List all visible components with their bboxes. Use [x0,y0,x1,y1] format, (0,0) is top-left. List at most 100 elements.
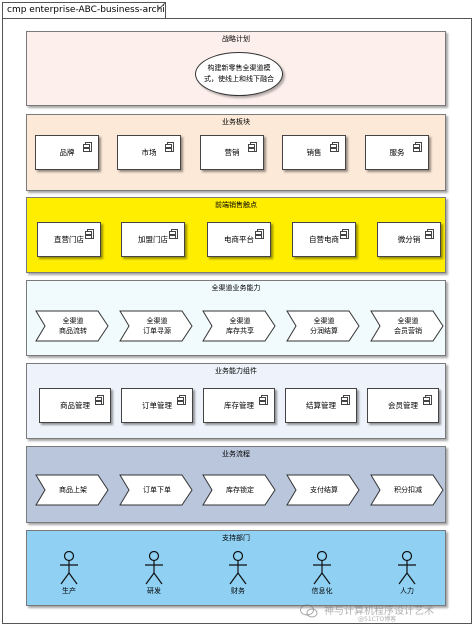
component-touchpoint-own-ecommerce: 自营电商 [292,222,356,257]
chevron-shape [286,474,360,506]
chevron-label: 积分扣减 [394,486,422,494]
chevron-line-1: 全渠道 [397,317,419,325]
component-icon [341,395,350,405]
layer-touchpoints-title: 前端销售触点 [215,201,257,209]
component-icon [330,142,339,152]
component-icon [85,229,94,239]
component-label: 订单管理 [142,401,172,410]
layer-capability-components: 业务能力组件 商品管理 订单管理 库存管理 结算管理 会员管理 [26,363,446,439]
chevron-line-2: 分润结算 [310,327,338,335]
chevron-process-goods-listing: 商品上架 [35,474,109,506]
chevron-shape [286,310,360,342]
component-icon [423,395,432,405]
chevron-label: 商品上架 [59,486,87,494]
actor-it: 信息化 [302,551,342,599]
actor-label: 人力 [400,587,414,595]
component-sector-brand: 品牌 [35,135,99,170]
chevron-process-lock-inventory: 库存锁定 [202,474,276,506]
layer-process-title: 业务流程 [222,450,250,458]
component-sector-market: 市场 [117,135,181,170]
strategy-line-1: 构建新零售全渠道模 [207,64,271,72]
chevron-process-payment-settlement: 支付结算 [286,474,360,506]
chevron-line-1: 全渠道 [313,317,335,325]
component-label: 服务 [389,148,405,157]
component-label: 市场 [141,148,157,157]
chevron-line-2: 订单寻源 [143,327,171,335]
chevron-line-2: 库存共享 [226,327,254,335]
chevron-label: 库存锁定 [226,486,254,494]
component-touchpoint-direct-store: 直营门店 [37,222,101,257]
component-label: 直营门店 [54,235,84,244]
component-inventory-management: 库存管理 [203,388,275,423]
layer-business-sectors: 业务板块 品牌 市场 营销 销售 服务 [26,114,446,191]
component-order-management: 订单管理 [121,388,193,423]
component-sector-marketing: 营销 [200,135,264,170]
component-icon [165,142,174,152]
chevron-omnichannel-goods-flow: 全渠道商品流转 [35,310,109,342]
actor-rnd: 研发 [134,551,174,599]
wechat-icon [300,604,318,618]
chevron-process-place-order: 订单下单 [119,474,193,506]
chevron-line-1: 全渠道 [62,317,84,325]
component-label: 自营电商 [309,235,339,244]
layer-omnichannel-title: 全渠道业务能力 [211,284,261,292]
chevron-shape [370,474,444,506]
chevron-omnichannel-profit-settlement: 全渠道分润结算 [286,310,360,342]
actor-finance: 财务 [218,551,258,599]
actor-icon [60,551,78,585]
component-icon [169,229,178,239]
chevron-shape [119,474,193,506]
strategy-line-2: 式，使线上和线下融合 [204,75,274,83]
component-icon [83,142,92,152]
component-sector-sales: 销售 [282,135,346,170]
actor-label: 财务 [231,587,245,595]
chevron-omnichannel-member-marketing: 全渠道会员营销 [370,310,444,342]
chevron-process-points-deduction: 积分扣减 [370,474,444,506]
component-icon [413,142,422,152]
chevron-shape [370,310,444,342]
actor-icon [398,551,416,585]
chevron-label: 订单下单 [143,486,171,494]
component-label: 结算管理 [306,401,336,410]
component-label: 微分销 [397,235,421,244]
strategy-ellipse: 构建新零售全渠道模 式，使线上和线下融合 [195,52,283,96]
component-icon [255,229,264,239]
component-label: 电商平台 [224,235,254,244]
component-icon [95,395,104,405]
actor-label: 研发 [147,587,161,595]
watermark: 神与计算机程序设计艺术 @51CTO博客 [300,598,472,624]
component-label: 加盟门店 [138,235,168,244]
actor-label: 生产 [62,587,76,595]
frame-tab: cmp enterprise-ABC-business-architecture [2,2,166,19]
layer-strategy: 战略计划 构建新零售全渠道模 式，使线上和线下融合 [26,31,446,106]
chevron-line-2: 商品流转 [59,327,87,335]
component-goods-management: 商品管理 [39,388,111,423]
component-sector-service: 服务 [365,135,429,170]
layer-omnichannel: 全渠道业务能力 全渠道商品流转 全渠道订单寻源 全渠道库存共享 全渠道分润结算 … [26,280,446,356]
chevron-shape [202,310,276,342]
actor-icon [145,551,163,585]
watermark-text: 神与计算机程序设计艺术 [324,606,434,617]
layer-touchpoints: 前端销售触点 直营门店 加盟门店 电商平台 自营电商 微分销 [26,197,446,273]
component-icon [340,229,349,239]
chevron-line-1: 全渠道 [146,317,168,325]
component-label: 商品管理 [60,401,90,410]
chevron-label: 支付结算 [310,486,338,494]
component-label: 品牌 [59,148,75,157]
component-icon [425,229,434,239]
component-icon [248,142,257,152]
component-icon [259,395,268,405]
chevron-shape [119,310,193,342]
component-touchpoint-micro-distribution: 微分销 [377,222,441,257]
frame-tab-corner [158,2,166,10]
layer-business-sectors-title: 业务板块 [222,118,250,126]
layer-strategy-title: 战略计划 [222,35,250,43]
frame-title: cmp enterprise-ABC-business-architecture [7,5,165,15]
component-label: 销售 [306,148,322,157]
actor-production: 生产 [49,551,89,599]
chevron-shape [35,474,109,506]
component-label: 会员管理 [388,401,418,410]
actor-label: 信息化 [311,587,333,595]
component-touchpoint-franchise-store: 加盟门店 [121,222,185,257]
component-label: 营销 [224,148,240,157]
